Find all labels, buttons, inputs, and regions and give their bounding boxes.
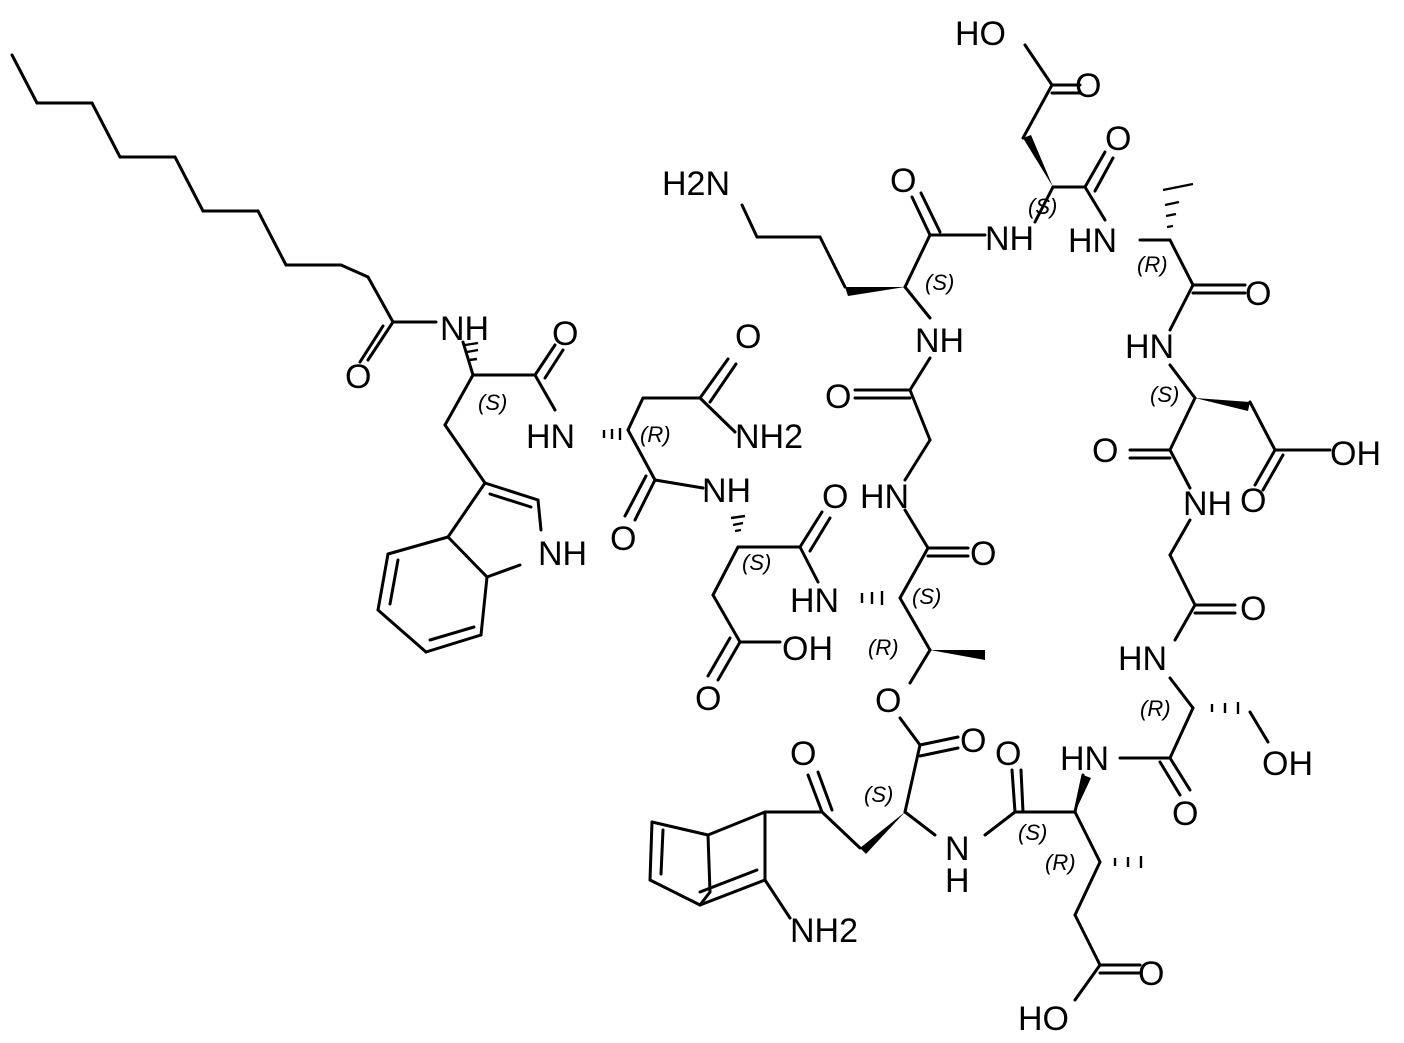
atom-oh-asp1: OH — [782, 630, 833, 668]
atom-hn-thr: HN — [790, 582, 839, 620]
atom-oh-asp3: OH — [1330, 435, 1381, 473]
atom-o-gly2: O — [1240, 590, 1266, 628]
atom-hn-dala: HN — [1068, 222, 1117, 260]
stereo-asp3: (S) — [1150, 382, 1179, 407]
atom-o-meglu-acid: O — [1138, 955, 1164, 993]
stereo-meglu-s: (S) — [1018, 820, 1047, 845]
atom-oh-asp2: HO — [955, 15, 1006, 53]
atom-o-kyn-ketone: O — [790, 735, 816, 773]
atom-nh2-kyn: NH2 — [790, 912, 858, 950]
atom-o-asp3-acid: O — [1240, 482, 1266, 520]
atom-nh-orn: NH — [915, 322, 964, 360]
atom-o-gly1: O — [825, 378, 851, 416]
atom-o-meglu: O — [995, 735, 1021, 773]
atom-o-asn-side: O — [735, 318, 761, 356]
stereo-meglu-r: (R) — [1045, 850, 1076, 875]
atom-hn-dser: HN — [1118, 640, 1167, 678]
atom-hn-asp3: HN — [1125, 328, 1174, 366]
stereo-dala: (R) — [1137, 252, 1168, 277]
wedge-bonds — [845, 135, 1250, 854]
atom-o-trp: O — [552, 315, 578, 353]
atom-o-asp3: O — [1092, 432, 1118, 470]
atom-n-kyn: N — [945, 830, 970, 868]
atom-o-asp2-acid: O — [1075, 67, 1101, 105]
atom-o-kyn-ester: O — [960, 722, 986, 760]
atom-o-dala: O — [1245, 275, 1271, 313]
atom-o-dser: O — [1172, 795, 1198, 833]
atom-hn-asn: HN — [526, 418, 575, 456]
stereo-kyn: (S) — [864, 782, 893, 807]
atom-o-asn: O — [610, 520, 636, 558]
atom-nh2-asn: NH2 — [735, 418, 803, 456]
atom-labels: NH O O HN O NH2 NH O NH O OH O HN HN O O… — [345, 15, 1381, 1038]
hashed-bonds — [464, 182, 1240, 868]
atom-oh-meglu: HO — [1018, 1000, 1069, 1038]
stereo-thr-s: (S) — [912, 584, 941, 609]
atom-h2n-orn: H2N — [662, 165, 730, 203]
stereo-asp1: (S) — [742, 550, 771, 575]
atom-o-asp1-top: O — [822, 478, 848, 516]
atom-hn-meglu: HN — [1060, 740, 1109, 778]
atom-nh-gly2: NH — [1183, 485, 1232, 523]
atom-nh-asp1: NH — [702, 472, 751, 510]
atom-oh-dser: OH — [1262, 745, 1313, 783]
atom-nh-asp2: NH — [985, 220, 1034, 258]
stereo-asp2: (S) — [1028, 194, 1057, 219]
atom-nh-indole: NH — [538, 535, 587, 573]
stereo-asn: (R) — [640, 422, 671, 447]
bond-lines — [10, 43, 1332, 1002]
atom-o-decanoyl: O — [345, 358, 371, 396]
atom-h-kyn: H — [945, 862, 970, 900]
atom-o-orn: O — [890, 162, 916, 200]
stereo-dser: (R) — [1140, 696, 1171, 721]
atom-o-asp2: O — [1105, 120, 1131, 158]
atom-hn-gly1: HN — [860, 478, 909, 516]
stereo-trp: (S) — [478, 390, 507, 415]
atom-nh-trp: NH — [440, 310, 489, 348]
atom-o-thr-co: O — [970, 535, 996, 573]
stereo-thr-r: (R) — [868, 635, 899, 660]
atom-o-asp1-acid: O — [695, 680, 721, 718]
stereo-orn: (S) — [925, 270, 954, 295]
stereo-descriptors: (S) (R) (S) (S) (R) (S) (S) (R) (S) (R) … — [478, 194, 1179, 875]
atom-o-ester: O — [875, 682, 901, 720]
